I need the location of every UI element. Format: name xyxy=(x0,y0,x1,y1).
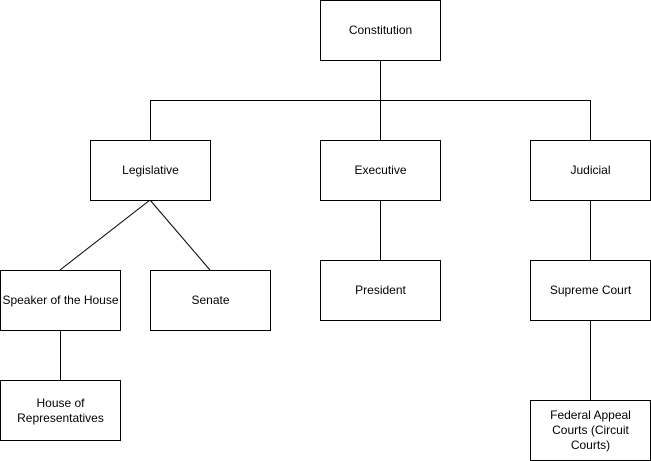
node-label-federal-appeal: Federal Appeal Courts (Circuit Courts) xyxy=(550,408,631,452)
node-supreme-court: Supreme Court xyxy=(530,260,651,321)
node-senate: Senate xyxy=(150,270,271,331)
node-label-supreme-court: Supreme Court xyxy=(549,283,632,297)
node-executive: Executive xyxy=(320,140,441,201)
node-federal-appeal: Federal Appeal Courts (Circuit Courts) xyxy=(530,400,651,461)
node-speaker: Speaker of the House xyxy=(0,270,121,331)
node-judicial: Judicial xyxy=(530,140,651,201)
node-label-speaker: Speaker of the House xyxy=(2,293,119,307)
edge-legislative-senate xyxy=(149,199,211,271)
node-label-house: House of Representatives xyxy=(17,395,104,425)
node-label-constitution: Constitution xyxy=(348,23,413,37)
node-legislative: Legislative xyxy=(90,140,211,201)
node-label-judicial: Judicial xyxy=(570,163,611,177)
node-house: House of Representatives xyxy=(0,380,121,441)
node-label-senate: Senate xyxy=(191,293,230,307)
edge-legislative-speaker xyxy=(59,199,151,271)
node-president: President xyxy=(320,260,441,321)
node-label-legislative: Legislative xyxy=(122,163,179,177)
node-label-executive: Executive xyxy=(354,163,407,177)
node-constitution: Constitution xyxy=(320,0,441,61)
node-label-president: President xyxy=(355,283,406,297)
